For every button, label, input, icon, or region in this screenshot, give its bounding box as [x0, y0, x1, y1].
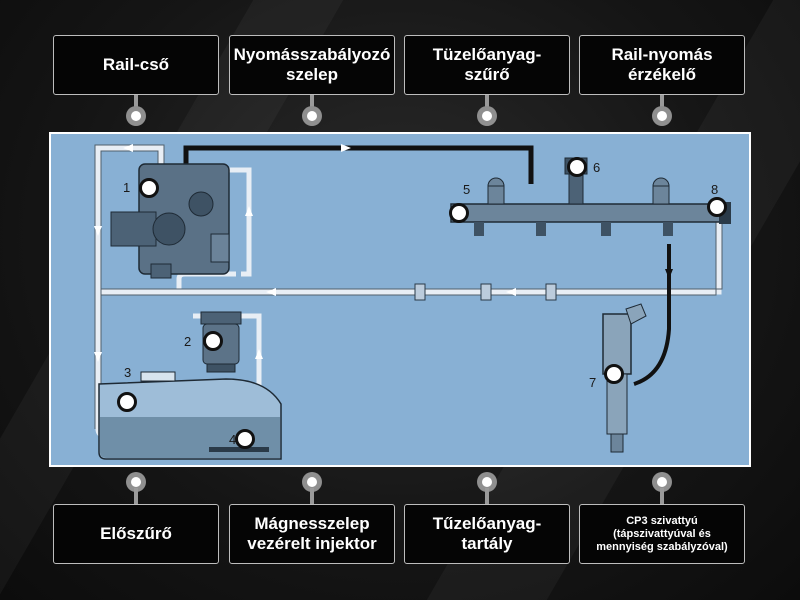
- hotspot-filter[interactable]: [203, 331, 223, 351]
- return-lines-outline: [94, 144, 723, 429]
- hotspot-rail[interactable]: [449, 203, 469, 223]
- hotspot-pump[interactable]: [139, 178, 159, 198]
- fuel-tank: [98, 371, 282, 460]
- label-rail-cso[interactable]: Rail-cső: [53, 35, 219, 95]
- connector: [485, 488, 489, 504]
- flow-arrow-dark: [665, 269, 673, 279]
- drop-target[interactable]: [302, 106, 322, 126]
- label-tuzeloanyag-tartaly[interactable]: Tűzelőanyag-tartály: [404, 504, 570, 564]
- connector: [310, 488, 314, 504]
- diagram-number: 3: [124, 365, 131, 380]
- diagram-number: 5: [463, 182, 470, 197]
- drop-target-dot: [131, 111, 141, 121]
- injector: [602, 303, 647, 453]
- label-text: Előszűrő: [100, 524, 172, 543]
- return-fittings: [414, 283, 557, 301]
- label-text: CP3 szivattyú (tápszivattyúval és mennyi…: [596, 514, 728, 553]
- connector: [310, 95, 314, 113]
- label-text: Rail-cső: [102, 55, 170, 74]
- label-nyomasszabalyozo-szelep[interactable]: Nyomásszabályozó szelep: [229, 35, 395, 95]
- drop-target[interactable]: [126, 472, 146, 492]
- drop-target-dot: [657, 477, 667, 487]
- fuel-system-drawing: 1 2 3 4 5 6 7 8: [94, 144, 731, 460]
- label-text: Mágnesszelep vezérelt injektor: [247, 514, 377, 553]
- diagram-number: 6: [593, 160, 600, 175]
- label-eloszuro[interactable]: Előszűrő: [53, 504, 219, 564]
- label-cp3-szivattyu[interactable]: CP3 szivattyú (tápszivattyúval és mennyi…: [579, 504, 745, 564]
- drop-target[interactable]: [477, 106, 497, 126]
- rail: [450, 177, 731, 236]
- label-text: Nyomásszabályozó szelep: [233, 45, 391, 84]
- connector: [134, 488, 138, 504]
- hotspot-tank[interactable]: [117, 392, 137, 412]
- drop-target-dot: [131, 477, 141, 487]
- label-tuzeloanyag-szuro[interactable]: Tüzelőanyag-szűrő: [404, 35, 570, 95]
- label-text: Rail-nyomás érzékelő: [611, 45, 713, 84]
- cp3-pump: [110, 163, 230, 279]
- drop-target[interactable]: [126, 106, 146, 126]
- label-magnesszelep-injektor[interactable]: Mágnesszelep vezérelt injektor: [229, 504, 395, 564]
- label-text: Tűzelőanyag-tartály: [432, 514, 542, 553]
- connector: [660, 488, 664, 504]
- hotspot-rail-sensor[interactable]: [707, 197, 727, 217]
- drop-target-dot: [482, 111, 492, 121]
- hotspot-injector[interactable]: [604, 364, 624, 384]
- drop-target-dot: [307, 477, 317, 487]
- connector: [660, 95, 664, 113]
- drop-target-dot: [657, 111, 667, 121]
- diagram-number: 2: [184, 334, 191, 349]
- drop-target[interactable]: [477, 472, 497, 492]
- drop-target-dot: [307, 111, 317, 121]
- diagram-number: 7: [589, 375, 596, 390]
- hotspot-pressure-limiter[interactable]: [567, 157, 587, 177]
- fuel-system-diagram: 1 2 3 4 5 6 7 8: [49, 132, 751, 467]
- diagram-number: 4: [229, 432, 236, 447]
- flow-arrows: [94, 144, 516, 362]
- label-text: Tüzelőanyag-szűrő: [432, 45, 542, 84]
- diagram-number: 8: [711, 182, 718, 197]
- high-pressure-line: [183, 145, 534, 184]
- drop-target[interactable]: [652, 106, 672, 126]
- drop-target[interactable]: [652, 472, 672, 492]
- drop-target[interactable]: [302, 472, 322, 492]
- diagram-number: 1: [123, 180, 130, 195]
- hotspot-prefilter[interactable]: [235, 429, 255, 449]
- label-rail-nyomas-erzekelo[interactable]: Rail-nyomás érzékelő: [579, 35, 745, 95]
- injector-line: [633, 244, 671, 386]
- drop-target-dot: [482, 477, 492, 487]
- connector: [134, 95, 138, 113]
- connector: [485, 95, 489, 113]
